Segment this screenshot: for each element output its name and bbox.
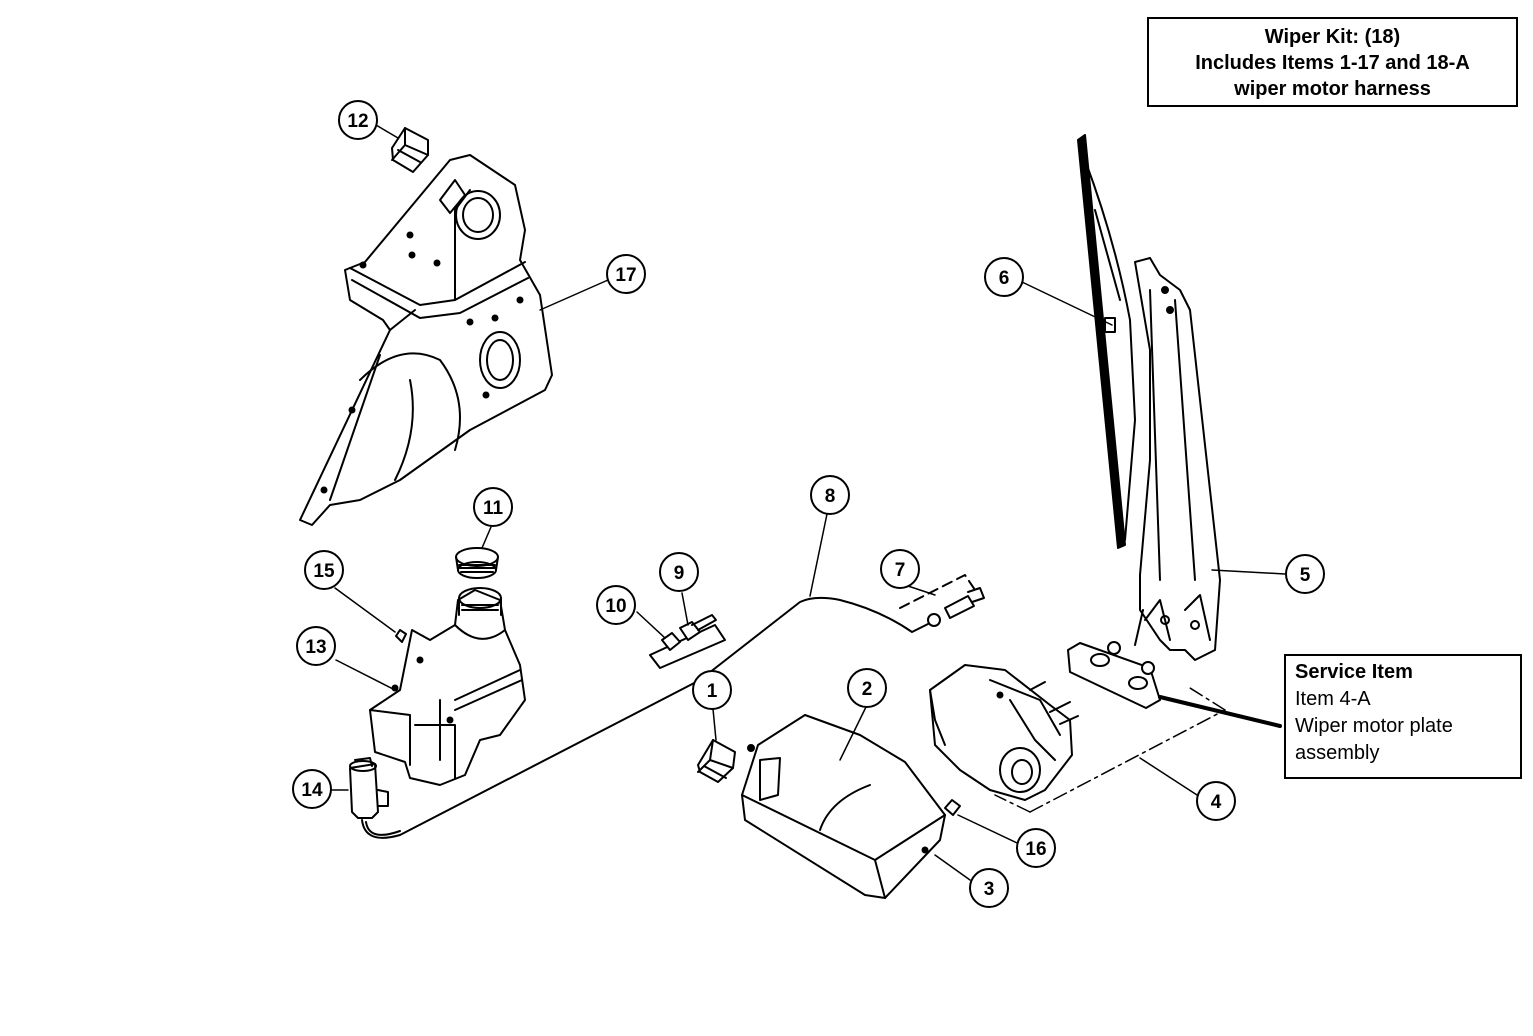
kit-note-line-3: wiper motor harness (1234, 78, 1431, 100)
callout-17: 17 (606, 254, 646, 294)
svg-text:2: 2 (862, 679, 873, 700)
part-4-mounting-plate (1067, 641, 1161, 709)
kit-note-line-2: Includes Items 1-17 and 18-A (1195, 52, 1470, 74)
kit-note-line-1: Wiper Kit: (18) (1264, 26, 1401, 48)
svg-text:13: 13 (305, 637, 326, 658)
callout-7: 7 (880, 549, 920, 589)
service-note-line-1: Item 4-A (1295, 688, 1371, 710)
part-9-10-connectors (649, 614, 726, 669)
svg-text:6: 6 (999, 268, 1010, 289)
service-note-title: Service Item (1295, 661, 1413, 683)
service-note-line-2: Wiper motor plate (1295, 715, 1453, 737)
part-11-cap (455, 547, 499, 579)
svg-text:15: 15 (313, 561, 335, 582)
wiper-kit-note: Wiper Kit: (18) Includes Items 1-17 and … (1147, 17, 1518, 107)
motor-assembly-outline (994, 687, 1226, 813)
svg-text:3: 3 (984, 879, 995, 900)
part-5-wiper-arm (1134, 257, 1221, 661)
callout-6: 6 (984, 257, 1024, 297)
part-4-wiper-motor (929, 664, 1079, 801)
svg-text:14: 14 (301, 780, 323, 801)
part-2-cover (741, 714, 946, 899)
callout-12: 12 (338, 100, 378, 140)
callouts: 12 17 11 15 13 14 10 9 8 7 1 2 6 5 4 16 … (292, 100, 1325, 908)
callout-8: 8 (810, 475, 850, 515)
callout-10: 10 (596, 585, 636, 625)
svg-text:7: 7 (895, 560, 906, 581)
part-8-hose (361, 596, 929, 839)
svg-text:4: 4 (1211, 792, 1222, 813)
svg-text:11: 11 (483, 498, 504, 519)
part-1-switch (697, 739, 755, 783)
callout-13: 13 (296, 626, 336, 666)
callout-4: 4 (1196, 781, 1236, 821)
callout-2: 2 (847, 668, 887, 708)
leader-lines (329, 124, 1286, 881)
service-note-line-3: assembly (1295, 742, 1380, 764)
svg-text:12: 12 (347, 111, 368, 132)
part-16-clip (944, 799, 961, 816)
callout-11: 11 (473, 487, 513, 527)
svg-text:9: 9 (674, 563, 685, 584)
callout-9: 9 (659, 552, 699, 592)
part-13-reservoir (369, 587, 526, 786)
part-12-switch (391, 127, 429, 173)
callout-14: 14 (292, 769, 332, 809)
part-17-dash-panel (299, 154, 553, 526)
svg-text:10: 10 (605, 596, 626, 617)
part-7-nozzle (899, 574, 985, 627)
part-6-wiper-blade (1077, 134, 1136, 549)
svg-text:5: 5 (1300, 565, 1311, 586)
svg-text:16: 16 (1025, 839, 1046, 860)
callout-1: 1 (692, 670, 732, 710)
service-item-note: Service Item Item 4-A Wiper motor plate … (1284, 654, 1522, 779)
svg-text:1: 1 (707, 681, 718, 702)
callout-16: 16 (1016, 828, 1056, 868)
svg-text:8: 8 (825, 486, 836, 507)
part-14-pump (349, 757, 389, 819)
callout-5: 5 (1285, 554, 1325, 594)
callout-15: 15 (304, 550, 344, 590)
callout-3: 3 (969, 868, 1009, 908)
svg-text:17: 17 (615, 265, 636, 286)
service-leader-line (1158, 695, 1282, 728)
part-15-clip (395, 629, 407, 643)
